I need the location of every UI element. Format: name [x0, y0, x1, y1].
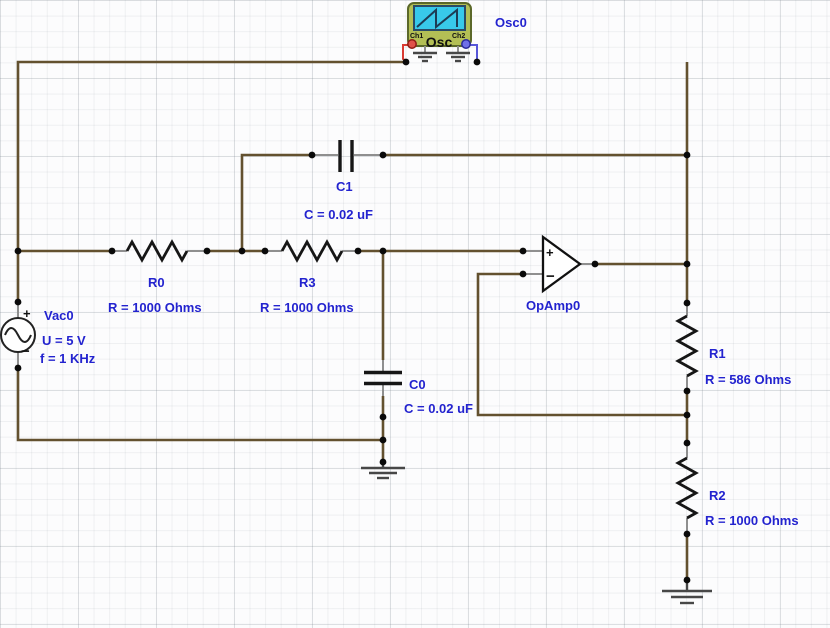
junction-dot	[379, 413, 387, 421]
component-labels: Osc0 C1 C = 0.02 uF R0 R = 1000 Ohms R3 …	[40, 15, 799, 528]
opamp-plus-sign: +	[546, 245, 554, 260]
resistor-zigzag	[280, 239, 344, 263]
ground-symbol-r2[interactable]	[662, 580, 712, 605]
source-plus-sign: +	[23, 306, 31, 321]
junction-dot	[379, 436, 387, 444]
label-vac0-frequency: f = 1 KHz	[40, 351, 96, 366]
sawtooth-waveform-icon	[416, 7, 458, 30]
junction-dot	[203, 247, 211, 255]
wire-feedback-to-opamp-minus[interactable]	[476, 272, 687, 417]
label-c1-value: C = 0.02 uF	[304, 207, 373, 222]
opamp-triangle	[541, 234, 582, 294]
resistor-r1[interactable]	[675, 303, 699, 391]
label-r1-value: R = 586 Ohms	[705, 372, 791, 387]
junction-dot	[108, 247, 116, 255]
junction-dot	[683, 387, 691, 395]
junction-dot	[591, 260, 599, 268]
junction-dot	[261, 247, 269, 255]
opamp-opamp0[interactable]: + −	[523, 234, 595, 294]
opamp-minus-sign: −	[546, 268, 555, 285]
junction-dot	[14, 298, 22, 306]
scope-ch1-terminal[interactable]	[407, 39, 417, 49]
junction-dot	[683, 411, 691, 419]
ground-symbol	[413, 51, 437, 63]
resistor-r2[interactable]	[675, 443, 699, 534]
junction-dot	[14, 247, 22, 255]
junction-dot	[473, 58, 481, 66]
junction-dot	[14, 364, 22, 372]
resistor-zigzag	[125, 239, 189, 263]
label-c0-name: C0	[409, 377, 426, 392]
label-osc0: Osc0	[495, 15, 527, 30]
junction-dot	[379, 247, 387, 255]
junction-dot	[308, 151, 316, 159]
junction-dot	[238, 247, 246, 255]
label-r0-value: R = 1000 Ohms	[108, 300, 202, 315]
label-c0-value: C = 0.02 uF	[404, 401, 473, 416]
junction-dot	[379, 458, 387, 466]
scope-symbol-text: Osc	[426, 34, 453, 50]
junction-dot	[683, 576, 691, 584]
wire-top-left-net[interactable]	[16, 60, 406, 302]
junction-dots	[14, 58, 691, 584]
label-vac0-voltage: U = 5 V	[42, 333, 86, 348]
resistor-r3[interactable]	[265, 239, 358, 263]
resistor-zigzag	[675, 314, 699, 378]
junction-dot	[379, 151, 387, 159]
scope-ch2-terminal[interactable]	[461, 39, 471, 49]
junction-dot	[519, 247, 527, 255]
sine-wave-icon	[4, 327, 32, 343]
capacitor-c0[interactable]	[364, 360, 402, 396]
resistor-r0[interactable]	[112, 239, 207, 263]
label-r0-name: R0	[148, 275, 165, 290]
junction-dot	[683, 151, 691, 159]
label-r2-value: R = 1000 Ohms	[705, 513, 799, 528]
ac-source-vac0[interactable]: + −	[0, 302, 36, 368]
junction-dot	[683, 530, 691, 538]
junction-dot	[683, 260, 691, 268]
junction-dot	[354, 247, 362, 255]
resistor-zigzag	[675, 456, 699, 520]
label-c1-name: C1	[336, 179, 353, 194]
oscilloscope-osc0[interactable]: Ch1 Ch2 Osc	[407, 2, 472, 63]
capacitor-c1[interactable]	[312, 140, 383, 172]
label-r3-name: R3	[299, 275, 316, 290]
label-r2-name: R2	[709, 488, 726, 503]
junction-dot	[402, 58, 410, 66]
label-vac0-name: Vac0	[44, 308, 74, 323]
wire-bottom-left-net[interactable]	[16, 368, 383, 442]
scope-ch1-label: Ch1	[410, 33, 423, 40]
label-r3-value: R = 1000 Ohms	[260, 300, 354, 315]
ground-symbol	[446, 51, 470, 63]
scope-ch2-label: Ch2	[452, 33, 465, 40]
label-r1-name: R1	[709, 346, 726, 361]
junction-dot	[519, 270, 527, 278]
label-opamp0: OpAmp0	[526, 298, 580, 313]
junction-dot	[683, 299, 691, 307]
junction-dot	[683, 439, 691, 447]
wire-riser-to-c1[interactable]	[240, 153, 312, 251]
source-minus-sign: −	[21, 343, 30, 360]
